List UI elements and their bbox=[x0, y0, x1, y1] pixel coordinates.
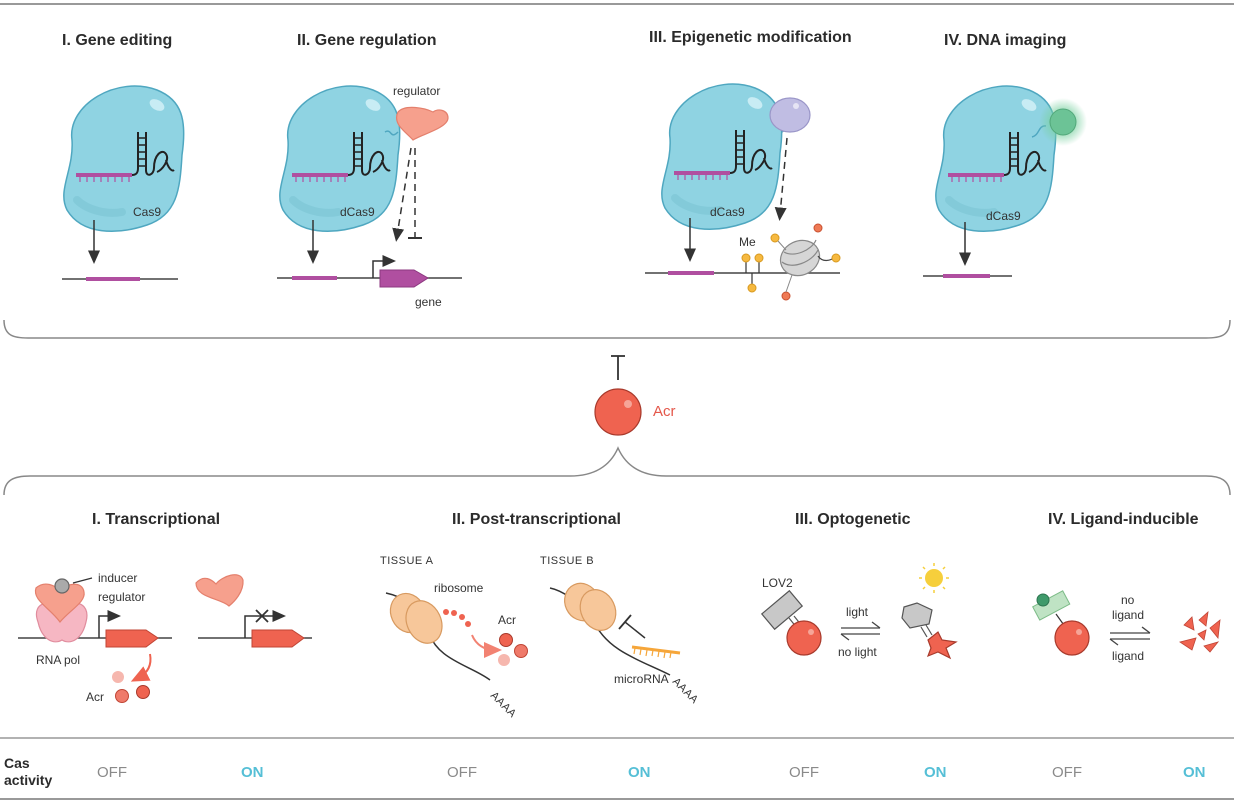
bottom-panel-ligand-inducible: IV. Ligand-inducible no ligand ligand bbox=[1032, 511, 1221, 663]
state-optogenetic-on: ON bbox=[924, 764, 947, 781]
acr-label: Acr bbox=[653, 403, 676, 420]
tissue-b-label: TISSUE B bbox=[540, 555, 594, 567]
cas9-protein-icon bbox=[64, 86, 184, 231]
active-acr-icon bbox=[926, 631, 958, 660]
open-lov2-icon bbox=[901, 602, 933, 629]
gene-label: gene bbox=[415, 295, 442, 309]
activity-label-line2: activity bbox=[4, 772, 52, 788]
sun-icon bbox=[919, 563, 949, 593]
acr-protein-icon bbox=[499, 633, 513, 647]
free-regulator-icon bbox=[195, 574, 244, 607]
promoter-arrow-icon bbox=[372, 255, 396, 278]
panel-title: II. Gene regulation bbox=[297, 32, 437, 49]
polya-label: AAAA bbox=[488, 690, 519, 721]
fluorescent-tag-icon bbox=[1049, 108, 1077, 136]
forward-label: light bbox=[846, 605, 869, 619]
activity-label-line1: Cas bbox=[4, 755, 30, 771]
polya-label: AAAA bbox=[670, 676, 701, 707]
top-panel-dna-imaging: IV. DNA imaging dCas9 bbox=[923, 32, 1087, 278]
panel-title: III. Epigenetic modification bbox=[649, 29, 852, 46]
nucleosome-icon bbox=[770, 223, 841, 301]
top-bracket bbox=[3, 319, 1231, 339]
state-optogenetic-off: OFF bbox=[789, 764, 819, 781]
panel-title: IV. DNA imaging bbox=[944, 32, 1066, 49]
inhibition-icon bbox=[624, 621, 646, 639]
panel-title: IV. Ligand-inducible bbox=[1048, 511, 1199, 528]
rnapol-label: RNA pol bbox=[36, 653, 80, 667]
state-posttranscriptional-on: ON bbox=[628, 764, 651, 781]
acr-label: Acr bbox=[86, 690, 104, 704]
acr-protein-icon bbox=[1054, 620, 1090, 656]
regulator-label: regulator bbox=[98, 590, 145, 604]
protein-label: dCas9 bbox=[340, 205, 375, 219]
acr-protein-icon bbox=[594, 388, 642, 436]
microrna-label: microRNA bbox=[614, 672, 669, 686]
acr-inhibitor: Acr bbox=[594, 355, 676, 436]
panel-title: II. Post-transcriptional bbox=[452, 511, 621, 528]
acr-label: Acr bbox=[498, 613, 516, 627]
epigenetic-modifier-icon bbox=[769, 97, 811, 133]
top-panel-epigenetic-modification: III. Epigenetic modification dCas9 Me bbox=[645, 29, 852, 301]
equilibrium-arrows-icon bbox=[1109, 626, 1151, 646]
acr-gene-icon bbox=[105, 629, 159, 648]
microrna-icon bbox=[631, 645, 681, 659]
state-posttranscriptional-off: OFF bbox=[447, 764, 477, 781]
bottom-bracket bbox=[3, 446, 1231, 496]
ligand-icon bbox=[1036, 593, 1050, 607]
methyl-groups-icon bbox=[741, 253, 764, 293]
lov2-label: LOV2 bbox=[762, 576, 793, 590]
reverse-label: no light bbox=[838, 645, 877, 659]
acr-protein-icon bbox=[786, 620, 822, 656]
modification-arrow-icon bbox=[774, 137, 788, 221]
protein-label: Cas9 bbox=[133, 205, 161, 219]
top-panel-gene-regulation: II. Gene regulation dCas9 regulator gene bbox=[277, 32, 462, 309]
promoter-arrow-icon bbox=[98, 610, 121, 638]
acr-gene-icon bbox=[251, 629, 305, 648]
state-transcriptional-on: ON bbox=[241, 764, 264, 781]
activation-arrow-icon bbox=[392, 147, 412, 242]
tissue-a-label: TISSUE A bbox=[380, 555, 434, 567]
ribosome-label: ribosome bbox=[434, 581, 484, 595]
inducer-icon bbox=[54, 578, 70, 594]
blocked-promoter-icon bbox=[244, 610, 286, 638]
expression-arrow-icon bbox=[130, 653, 152, 682]
gene-icon bbox=[379, 269, 429, 288]
panel-title: I. Transcriptional bbox=[92, 511, 220, 528]
panel-title: I. Gene editing bbox=[62, 32, 172, 49]
bottom-panel-post-transcriptional: II. Post-transcriptional TISSUE A TISSUE… bbox=[380, 511, 701, 720]
state-ligand-on: ON bbox=[1183, 764, 1206, 781]
reverse-label: ligand bbox=[1112, 649, 1144, 663]
protein-label: dCas9 bbox=[986, 209, 1021, 223]
equilibrium-arrows-icon bbox=[840, 621, 881, 641]
forward-label-1: no bbox=[1121, 593, 1135, 607]
peptide-chain-icon bbox=[443, 609, 471, 627]
regulator-icon bbox=[396, 106, 449, 141]
top-panel-gene-editing: I. Gene editing Cas9 bbox=[62, 32, 184, 281]
protein-label: dCas9 bbox=[710, 205, 745, 219]
bottom-panel-transcriptional: I. Transcriptional inducer regulator RNA… bbox=[18, 511, 312, 704]
state-ligand-off: OFF bbox=[1052, 764, 1082, 781]
panel-title: III. Optogenetic bbox=[795, 511, 911, 528]
degraded-acr-icon bbox=[1179, 610, 1221, 653]
state-transcriptional-off: OFF bbox=[97, 764, 127, 781]
bottom-panel-optogenetic: III. Optogenetic LOV2 light no light bbox=[760, 511, 958, 660]
degron-domain-icon bbox=[1032, 590, 1071, 621]
regulator-label: regulator bbox=[393, 84, 440, 98]
inducer-label: inducer bbox=[98, 571, 137, 585]
forward-label-2: ligand bbox=[1112, 608, 1144, 622]
methyl-label: Me bbox=[739, 235, 756, 249]
lov2-domain-icon bbox=[760, 589, 804, 631]
acr-protein-icon bbox=[112, 671, 124, 683]
